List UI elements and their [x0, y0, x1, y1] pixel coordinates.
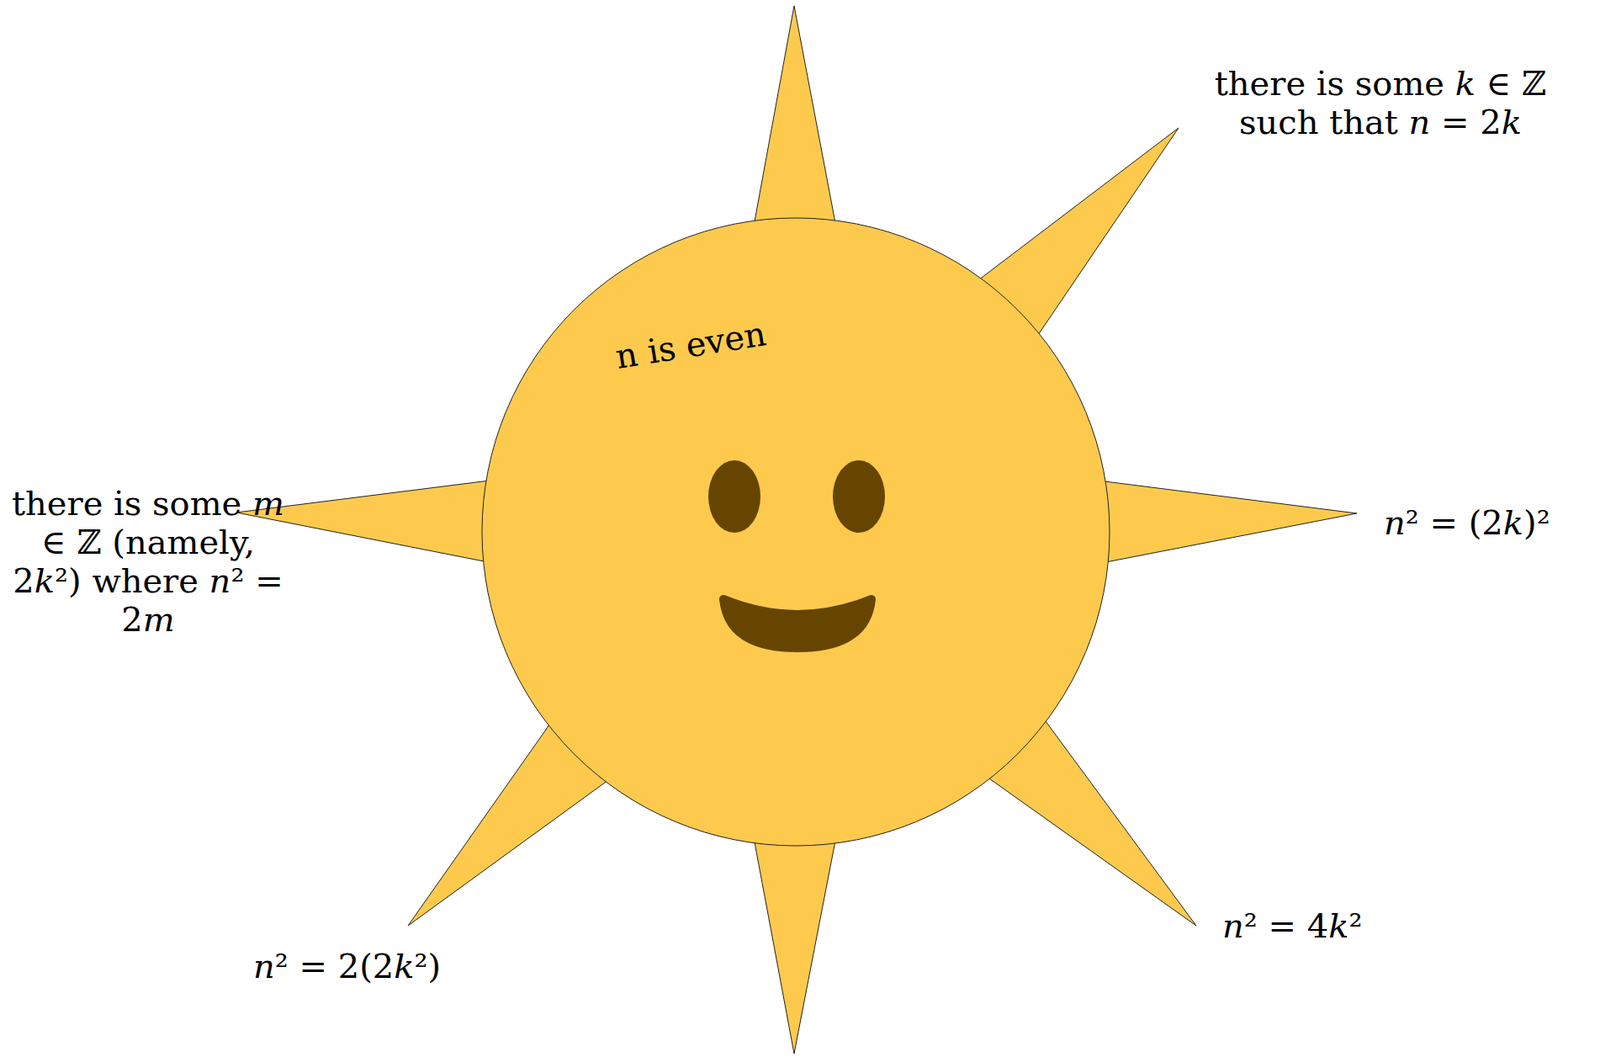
sun-circle: n is even [481, 217, 1111, 847]
proof-step: there is some k ∈ ℤ such that n = 2k [1178, 63, 1583, 142]
sun-ray [754, 5, 836, 223]
eye [832, 460, 885, 533]
sun-ray [754, 841, 836, 1054]
sun-ray [236, 480, 488, 562]
eye [708, 460, 761, 533]
proof-step: n² = 4k² [1222, 905, 1363, 945]
proof-step: n² = (2k)² [1383, 503, 1551, 542]
proof-step: n² = 2(2k²) [253, 946, 441, 986]
sun-disc [482, 217, 1110, 846]
smile [723, 598, 872, 648]
sun-ray [1103, 481, 1357, 562]
proof-step: there is some m ∈ ℤ (namely, 2k²) where … [7, 483, 290, 639]
sun-face [481, 217, 1111, 847]
